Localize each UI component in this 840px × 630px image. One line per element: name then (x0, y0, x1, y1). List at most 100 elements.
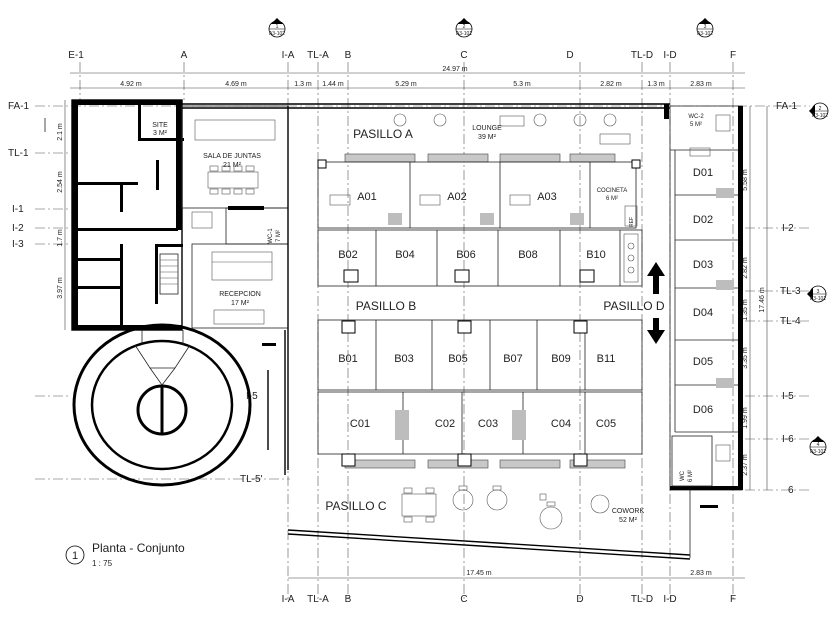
dimension-text: 2.1 m (57, 123, 64, 141)
office-label: D02 (693, 214, 713, 226)
section-marker: 3 A3-102 (696, 18, 714, 38)
corridor-label: PASILLO D (603, 299, 664, 313)
grid-labels-right: FA-1 I-2 TL-3 TL-4 I-5 I-6 6 (776, 101, 801, 496)
section-markers: 1 A3-102 2 A3-101 3 A3-102 2 A3-102 (268, 18, 829, 456)
dimension-text: 3.35 m (742, 347, 749, 369)
svg-text:3: 3 (817, 289, 820, 295)
grid-label: I-2 (782, 223, 794, 234)
grid-label: I-3 (12, 239, 24, 250)
svg-text:2: 2 (463, 24, 466, 30)
grid-label: TL-3 (780, 286, 801, 297)
dimension-text: 1.7 m (57, 229, 64, 247)
svg-text:A3-102: A3-102 (697, 31, 713, 37)
corridor-label: PASILLO B (356, 299, 416, 313)
grid-label: F (730, 50, 736, 61)
svg-text:1: 1 (276, 24, 279, 30)
pasillo-b-zone: PASILLO B PASILLO D (356, 262, 665, 344)
grid-label: B (345, 50, 352, 61)
room-area: 52 M² (619, 517, 638, 524)
office-label: C05 (596, 418, 616, 430)
office-label: B09 (551, 353, 571, 365)
dimension-text: 4.69 m (225, 81, 247, 88)
room-area: 39 M² (478, 134, 497, 141)
grid-label: C (460, 50, 467, 61)
meeting-table-icon (207, 165, 259, 195)
office-block-a: A01 A02 A03 COCINETA 6 M² REF (317, 159, 641, 229)
grid-label: I-5 (782, 391, 794, 402)
dimension-text: 2.83 m (690, 570, 712, 577)
room-name: WC (680, 470, 686, 481)
dimensions-top: 24.97 m 4.92 m 4.69 m 1.3 m 1.44 m 5.29 … (70, 66, 745, 89)
office-label: C01 (350, 418, 370, 430)
dimension-text: 5.3 m (513, 81, 531, 88)
main-building-walls (182, 103, 743, 560)
view-number: 1 (72, 550, 78, 562)
svg-text:A3-102: A3-102 (269, 31, 285, 37)
room-name: WC-1 (268, 228, 274, 244)
dimensions-left: 2.1 m 2.54 m 1.7 m 3.97 m (57, 100, 66, 330)
grid-label: I-A (282, 50, 295, 61)
office-label: B06 (456, 249, 476, 261)
grid-labels-bottom: I-A TL-A B C D TL-D I-D F (282, 594, 736, 605)
grid-label: TL-D (631, 50, 653, 61)
dimension-text: 2.82 m (742, 257, 749, 279)
grid-lines-vertical (79, 62, 734, 600)
room-name: SALA DE JUNTAS (203, 153, 261, 160)
grid-label: D (566, 50, 573, 61)
office-label: D05 (693, 356, 713, 368)
room-name: RECEPCION (219, 291, 261, 298)
office-label: B10 (586, 249, 606, 261)
grid-label: I-D (663, 594, 676, 605)
stair-icon (159, 253, 179, 295)
grid-label: I-5 (246, 391, 258, 402)
grid-label: F (730, 594, 736, 605)
grid-label: FA-1 (776, 101, 798, 112)
grid-lines-horizontal (35, 105, 810, 491)
svg-text:A3-101: A3-101 (810, 449, 826, 455)
grid-label: D (576, 594, 583, 605)
office-label: B08 (518, 249, 538, 261)
dimensions-bottom: 17.45 m 2.83 m (288, 570, 745, 579)
cowork-furniture (401, 485, 610, 530)
grid-label: TL-A (307, 50, 329, 61)
grid-label: 6 (788, 485, 794, 496)
dimension-text: 2.54 m (57, 171, 64, 193)
circular-ramp (72, 323, 276, 487)
pasillo-c-zone: PASILLO C COWORK 52 M² (325, 485, 644, 530)
room-area: 17 M² (231, 300, 250, 307)
pasillo-a-zone: PASILLO A LOUNGE 39 M² (344, 113, 631, 163)
dimension-text: 2.37 m (742, 454, 749, 476)
view-title: Planta - Conjunto (92, 541, 185, 555)
svg-text:4: 4 (817, 442, 820, 448)
drawing-title: 1 Planta - Conjunto 1 : 75 (65, 541, 185, 568)
grid-label: TL-4 (780, 316, 801, 327)
grid-label: FA-1 (8, 101, 30, 112)
office-label: A01 (357, 191, 377, 203)
grid-label: TL-D (631, 594, 653, 605)
grid-label: I-A (282, 594, 295, 605)
office-label: B03 (394, 353, 414, 365)
office-label: B02 (338, 249, 358, 261)
grid-label: TL-5' (240, 474, 263, 485)
office-label: D01 (693, 167, 713, 179)
office-block-b-top: B02 B04 B06 B08 B10 (317, 229, 643, 287)
office-label: C02 (435, 418, 455, 430)
dimension-text: 2.83 m (690, 81, 712, 88)
svg-text:A3-101: A3-101 (810, 296, 826, 302)
grid-label: C (460, 594, 467, 605)
grid-labels-left: FA-1 TL-1 I-1 I-2 I-3 I-5 TL-5' (8, 101, 263, 485)
room-area: 6 M² (606, 196, 618, 202)
grid-label: B (345, 594, 352, 605)
room-name: COCINETA (597, 188, 628, 194)
grid-label: I-6 (782, 434, 794, 445)
room-name: SITE (152, 122, 168, 129)
double-arrow-icon (647, 262, 665, 344)
office-label: C04 (551, 418, 571, 430)
grid-label: A (181, 50, 188, 61)
office-label: C03 (478, 418, 498, 430)
office-label: A03 (537, 191, 557, 203)
svg-text:2: 2 (819, 106, 822, 112)
dimension-text: 5.29 m (395, 81, 417, 88)
lounge-furniture (393, 113, 631, 145)
